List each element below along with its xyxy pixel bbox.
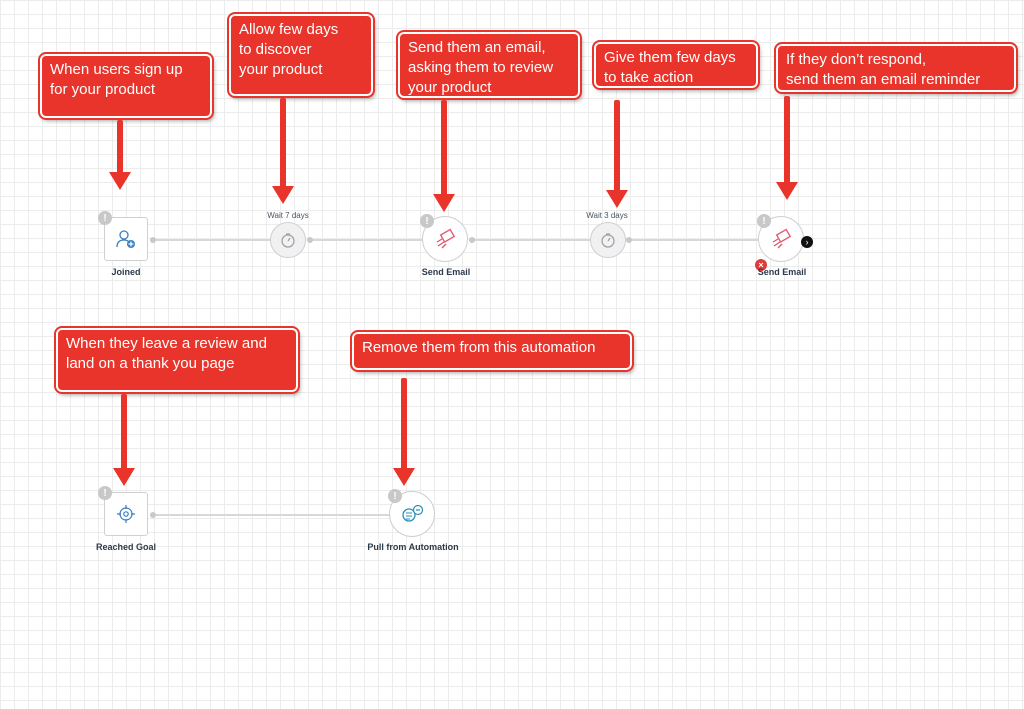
callout-reminder: If they don’t respond, send them an emai…: [774, 42, 1018, 94]
callout-send-email: Send them an email, asking them to revie…: [396, 30, 582, 100]
arrow-reminder: [776, 96, 798, 200]
callout-give-days: Give them few days to take action: [592, 40, 760, 90]
callout-allow-days: Allow few days to discover your product: [227, 12, 375, 98]
connector-line: [150, 514, 390, 516]
warning-icon: !: [388, 489, 402, 503]
target-icon: [117, 505, 135, 523]
arrow-send-email: [433, 100, 455, 212]
next-step-icon[interactable]: ›: [801, 236, 813, 248]
warning-icon: !: [98, 211, 112, 225]
stopwatch-icon: [281, 233, 295, 248]
joined-node[interactable]: [104, 217, 148, 261]
connector-line: [626, 239, 758, 241]
arrow-give-days: [606, 100, 628, 208]
connector-dot: [150, 237, 156, 243]
send-email-label-1: Send Email: [421, 267, 471, 277]
connector-dot: [626, 237, 632, 243]
send-email-label-2: Send Email: [757, 267, 807, 277]
connector-line: [469, 239, 591, 241]
arrow-signup: [109, 120, 131, 190]
warning-icon: !: [420, 214, 434, 228]
connector-dot: [469, 237, 475, 243]
user-add-icon: [116, 230, 135, 248]
callout-review: When they leave a review and land on a t…: [54, 326, 300, 394]
callout-signup: When users sign up for your product: [38, 52, 214, 120]
error-icon[interactable]: ×: [755, 259, 767, 271]
joined-label: Joined: [111, 267, 141, 277]
connector-line: [307, 239, 423, 241]
warning-icon: !: [757, 214, 771, 228]
warning-icon: !: [98, 486, 112, 500]
arrow-allow-days: [272, 98, 294, 204]
wait-7-days-node[interactable]: [270, 222, 306, 258]
arrow-remove: [393, 378, 415, 486]
wait-3-days-label: Wait 3 days: [586, 211, 628, 220]
reached-goal-label: Reached Goal: [95, 542, 157, 552]
connector-dot: [307, 237, 313, 243]
connector-dot: [150, 512, 156, 518]
connector-line: [150, 239, 272, 241]
callout-remove: Remove them from this automation: [350, 330, 634, 372]
pull-automation-icon: [402, 504, 424, 522]
email-send-icon: [772, 228, 792, 249]
stopwatch-icon: [601, 233, 615, 248]
email-send-icon: [436, 228, 456, 249]
reached-goal-node[interactable]: [104, 492, 148, 536]
pull-from-automation-label: Pull from Automation: [367, 542, 459, 552]
arrow-review: [113, 394, 135, 486]
wait-3-days-node[interactable]: [590, 222, 626, 258]
wait-7-days-label: Wait 7 days: [267, 211, 309, 220]
